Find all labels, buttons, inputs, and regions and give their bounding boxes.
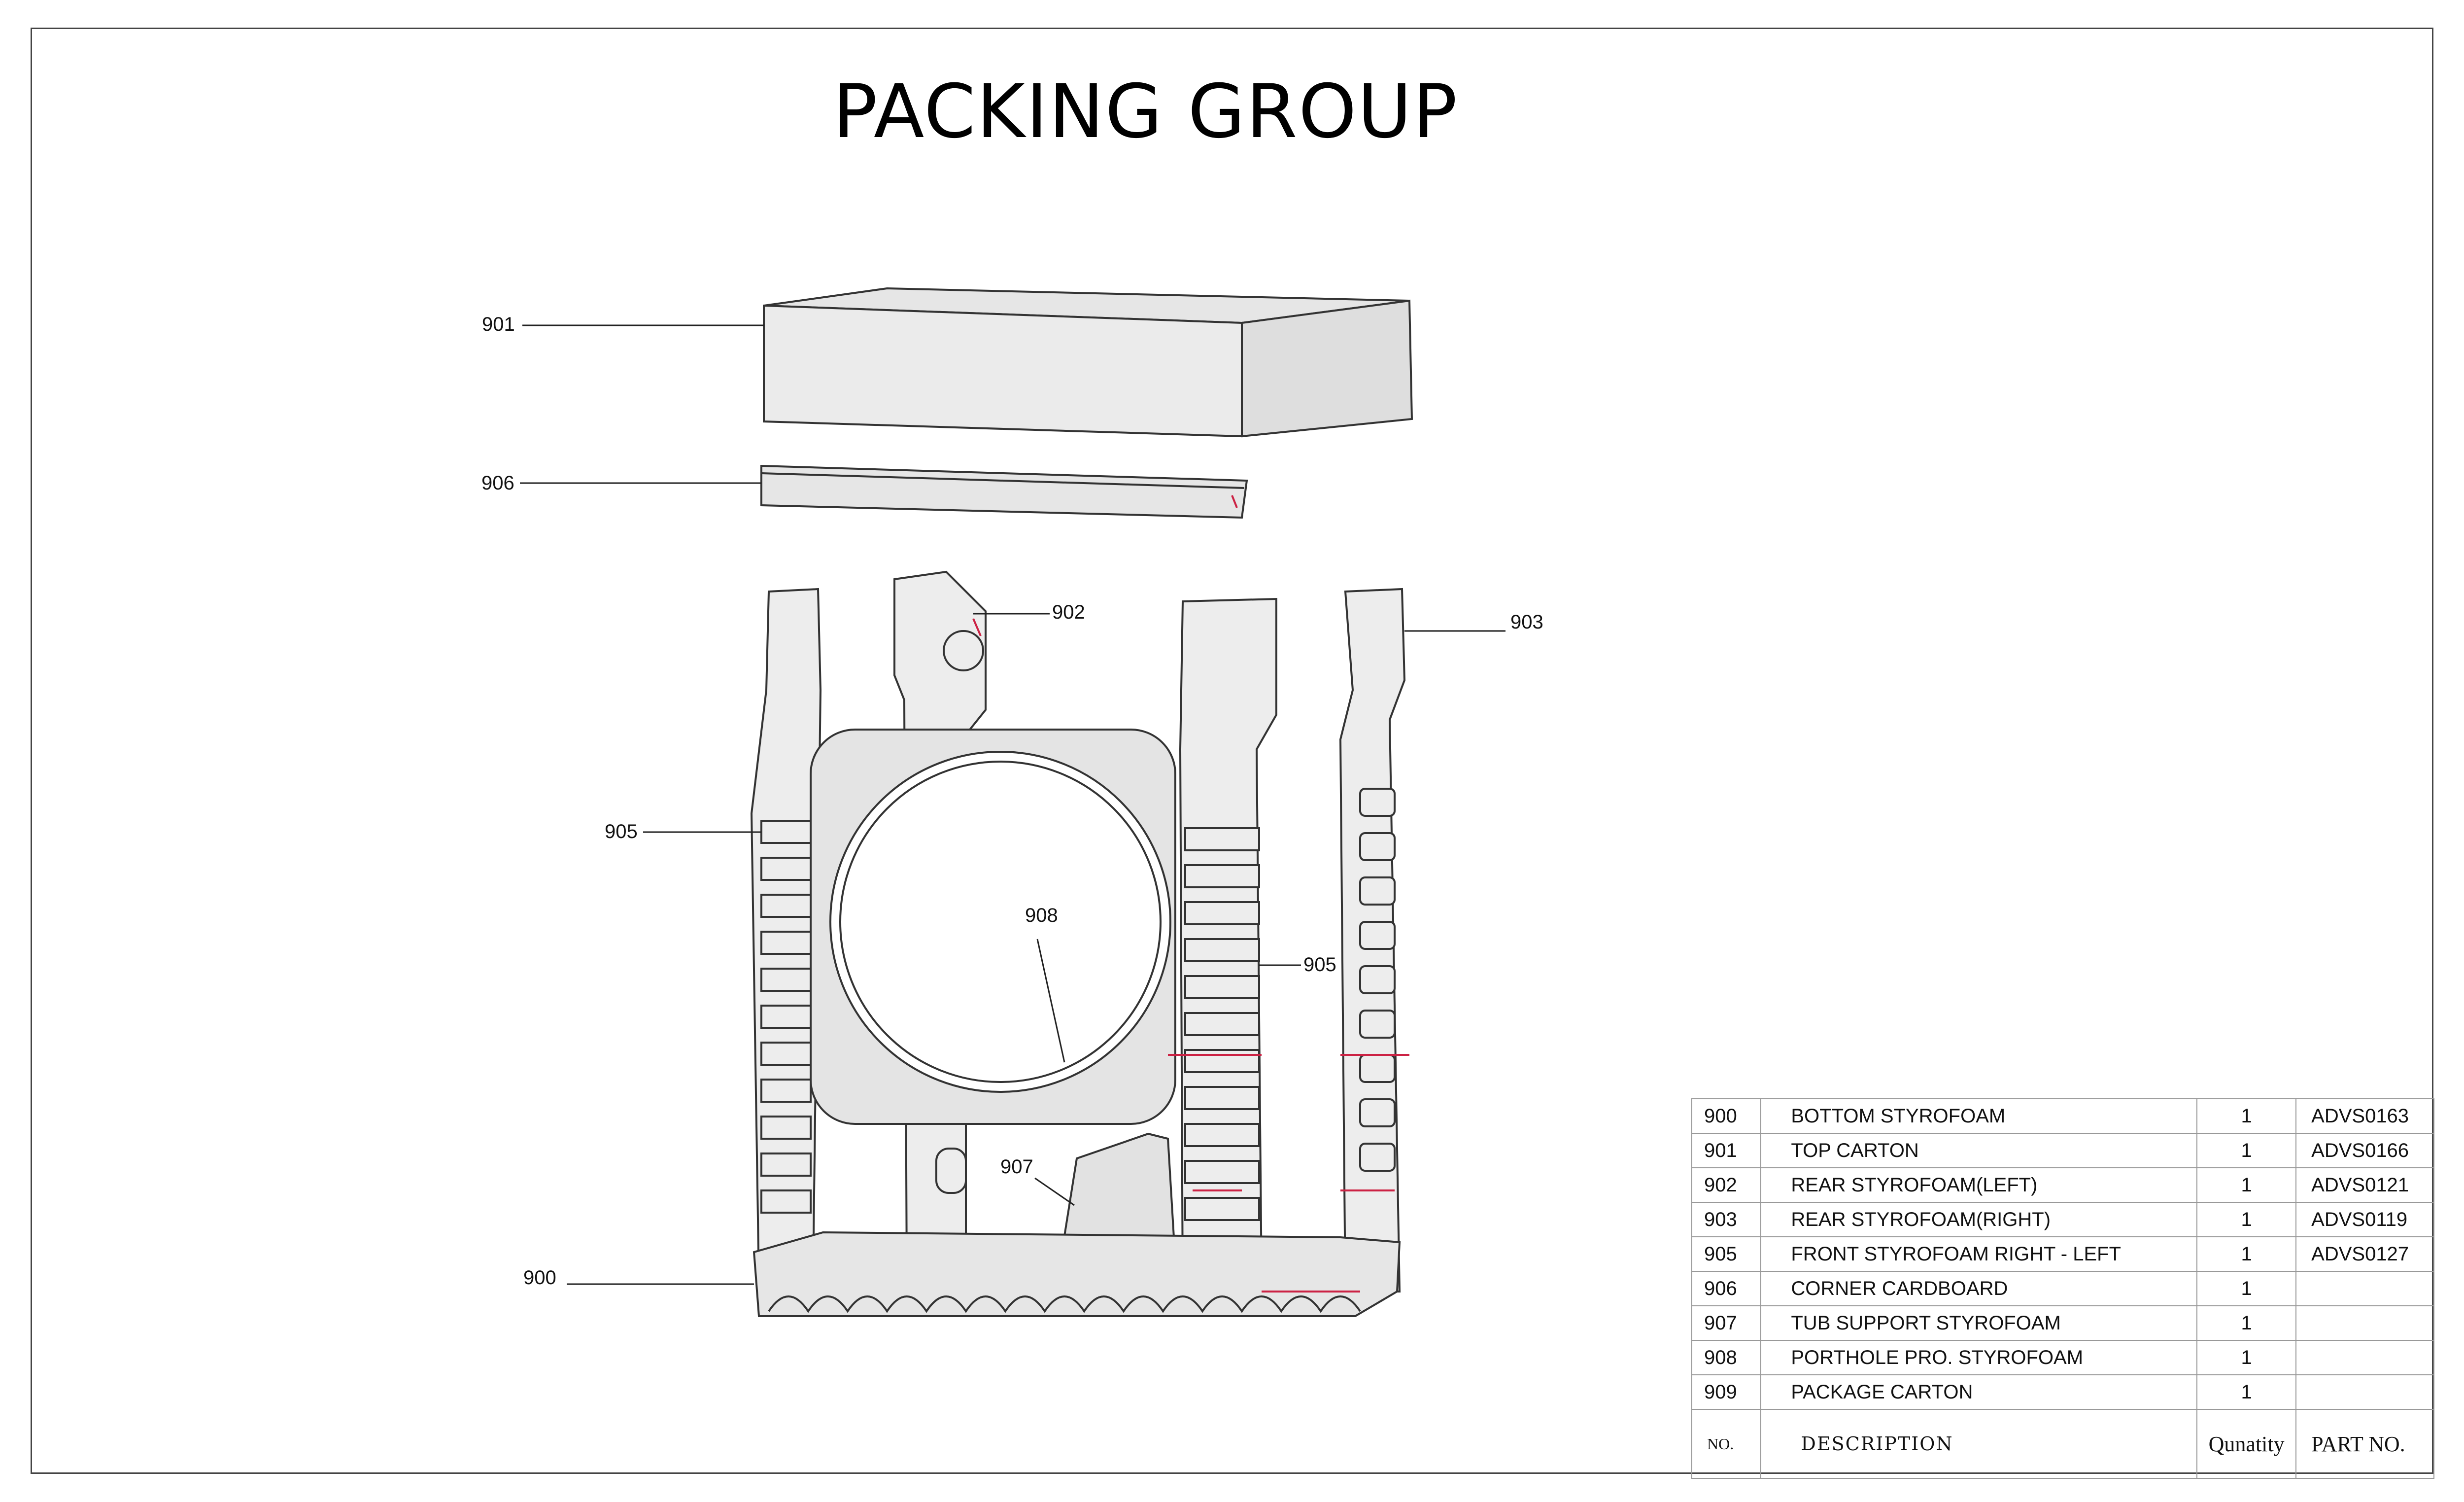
part-number-cell: 907 — [1691, 1305, 1762, 1341]
callout-900: 900 — [523, 1267, 556, 1289]
callout-906: 906 — [481, 472, 514, 494]
part-quantity-cell: 1 — [2196, 1271, 2297, 1306]
part-description-cell: REAR STYROFOAM(RIGHT) — [1760, 1202, 2198, 1237]
top-carton-part — [763, 287, 1413, 438]
rear-styrofoam-right-part — [1339, 588, 1406, 1292]
part-code-cell: ADVS0127 — [2295, 1236, 2434, 1272]
part-number-cell: 900 — [1691, 1098, 1762, 1134]
part-description-cell: REAR STYROFOAM(LEFT) — [1760, 1167, 2198, 1203]
page-title: PACKING GROUP — [833, 69, 1459, 155]
part-number-cell: 908 — [1691, 1340, 1762, 1375]
corner-cardboard-part — [760, 464, 1248, 519]
part-quantity-cell: 1 — [2196, 1236, 2297, 1272]
header-no: NO. — [1691, 1409, 1762, 1479]
part-number-cell: 905 — [1691, 1236, 1762, 1272]
part-code-cell: ADVS0121 — [2295, 1167, 2434, 1203]
part-number-cell: 902 — [1691, 1167, 1762, 1203]
leader-907 — [1034, 1177, 1075, 1206]
callout-907: 907 — [1000, 1156, 1033, 1178]
part-description-cell: PORTHOLE PRO. STYROFOAM — [1760, 1340, 2198, 1375]
header-quantity: Qunatity — [2196, 1409, 2297, 1479]
part-description-cell: BOTTOM STYROFOAM — [1760, 1098, 2198, 1134]
part-quantity-cell: 1 — [2196, 1098, 2297, 1134]
callout-908: 908 — [1025, 905, 1058, 926]
part-code-cell — [2295, 1271, 2434, 1306]
part-quantity-cell: 1 — [2196, 1167, 2297, 1203]
leader-908 — [1036, 939, 1065, 1063]
part-number-cell: 903 — [1691, 1202, 1762, 1237]
part-code-cell: ADVS0163 — [2295, 1098, 2434, 1134]
bottom-styrofoam-part — [753, 1231, 1401, 1317]
part-quantity-cell: 1 — [2196, 1133, 2297, 1168]
callout-902: 902 — [1052, 601, 1085, 623]
header-part-no: PART NO. — [2295, 1409, 2434, 1479]
part-number-cell: 909 — [1691, 1374, 1762, 1410]
callout-903: 903 — [1510, 611, 1543, 633]
part-quantity-cell: 1 — [2196, 1340, 2297, 1375]
part-description-cell: PACKAGE CARTON — [1760, 1374, 2198, 1410]
part-description-cell: FRONT STYROFOAM RIGHT - LEFT — [1760, 1236, 2198, 1272]
part-description-cell: TUB SUPPORT STYROFOAM — [1760, 1305, 2198, 1341]
part-description-cell: CORNER CARDBOARD — [1760, 1271, 2198, 1306]
part-code-cell: ADVS0166 — [2295, 1133, 2434, 1168]
part-code-cell — [2295, 1340, 2434, 1375]
part-description-cell: TOP CARTON — [1760, 1133, 2198, 1168]
callout-905-left: 905 — [605, 821, 638, 842]
drawing-frame — [31, 28, 2433, 1474]
header-description: DESCRIPTION — [1760, 1409, 2198, 1479]
front-styrofoam-left-part — [750, 588, 822, 1283]
part-code-cell: ADVS0119 — [2295, 1202, 2434, 1237]
part-code-cell — [2295, 1374, 2434, 1410]
part-quantity-cell: 1 — [2196, 1202, 2297, 1237]
part-number-cell: 906 — [1691, 1271, 1762, 1306]
accent-marks — [972, 495, 1409, 1292]
porthole-styrofoam-part — [810, 729, 1176, 1125]
part-quantity-cell: 1 — [2196, 1305, 2297, 1341]
part-number-cell: 901 — [1691, 1133, 1762, 1168]
callout-901: 901 — [482, 314, 515, 335]
front-styrofoam-right-part — [1179, 597, 1277, 1293]
callout-905-right: 905 — [1303, 954, 1336, 976]
part-code-cell — [2295, 1305, 2434, 1341]
part-quantity-cell: 1 — [2196, 1374, 2297, 1410]
